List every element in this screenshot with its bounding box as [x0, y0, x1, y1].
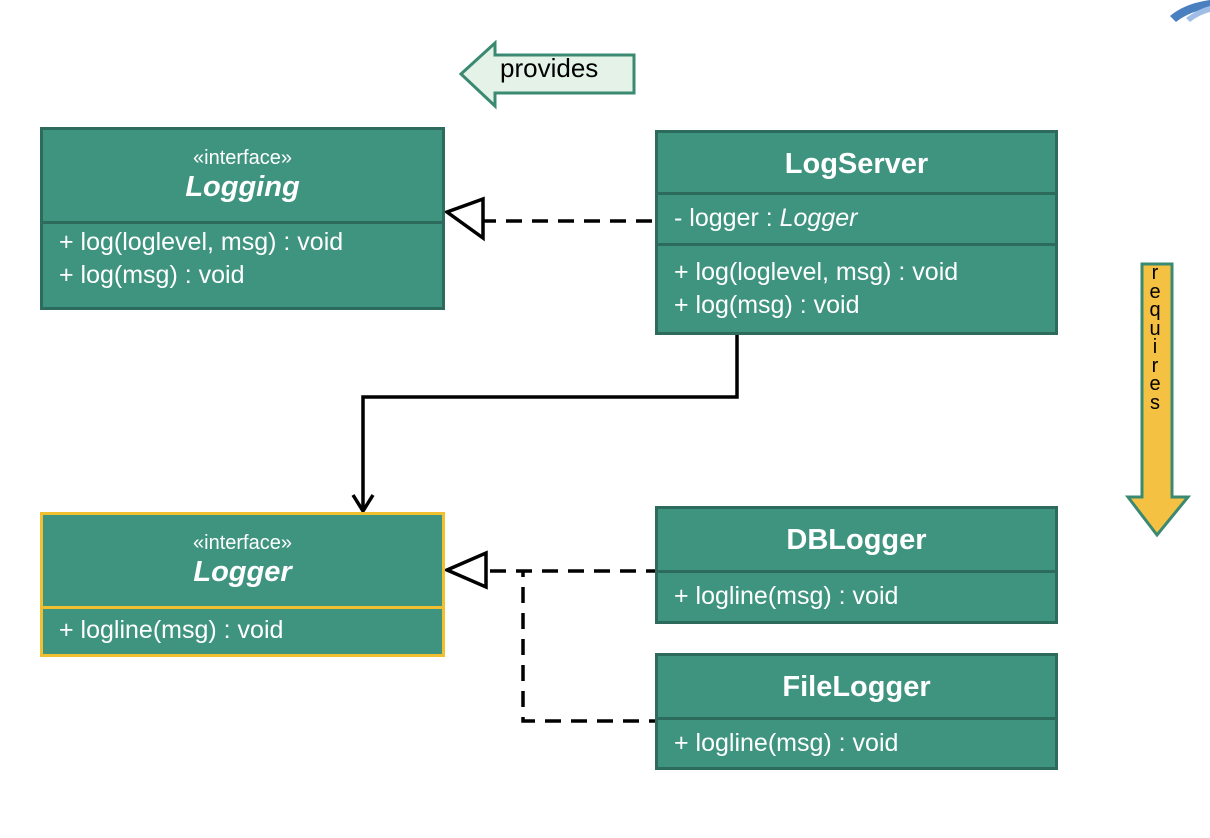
provides-arrow-badge — [458, 40, 636, 110]
operation: + logline(msg) : void — [674, 729, 899, 757]
realization-arrowhead-logger — [442, 550, 488, 590]
interface-name: Logging — [185, 171, 300, 203]
operation: + log(msg) : void — [59, 261, 245, 289]
logger-interface-box: «interface» Logger + logline(msg) : void — [40, 512, 445, 657]
realization-filelogger-logger — [521, 571, 665, 723]
operation: + log(msg) : void — [674, 291, 860, 319]
provides-label: provides — [500, 53, 599, 83]
requires-label: r e q u i r e s — [1149, 262, 1161, 414]
operations-compartment: + logline(msg) : void — [658, 573, 1055, 613]
logserver-class-box: LogServer - logger : Logger + log(loglev… — [655, 130, 1058, 335]
operations-compartment: + log(loglevel, msg) : void + log(msg) :… — [43, 224, 442, 292]
association-logserver-logger — [361, 335, 739, 510]
operations-compartment: + logline(msg) : void — [43, 609, 442, 647]
class-name: DBLogger — [786, 524, 927, 556]
logging-header: «interface» Logging — [43, 130, 442, 224]
interface-name: Logger — [193, 556, 292, 588]
class-name: LogServer — [784, 148, 929, 180]
stereotype-label: «interface» — [193, 532, 292, 554]
filelogger-header: FileLogger — [658, 656, 1055, 720]
realization-arrowhead-logging — [443, 196, 485, 242]
attribute: - logger : Logger — [674, 204, 858, 232]
attributes-compartment: - logger : Logger — [658, 195, 1055, 246]
association-arrowhead-logger — [351, 494, 375, 515]
operations-compartment: + log(loglevel, msg) : void + log(msg) :… — [658, 246, 1055, 322]
filelogger-class-box: FileLogger + logline(msg) : void — [655, 653, 1058, 770]
operation: + logline(msg) : void — [59, 616, 284, 644]
operations-compartment: + logline(msg) : void — [658, 720, 1055, 760]
logo-mark — [1170, 0, 1210, 22]
operation: + log(loglevel, msg) : void — [674, 258, 959, 286]
dblogger-header: DBLogger — [658, 509, 1055, 573]
operation: + logline(msg) : void — [674, 582, 899, 610]
logger-header: «interface» Logger — [43, 515, 442, 609]
logserver-header: LogServer — [658, 133, 1055, 195]
dblogger-class-box: DBLogger + logline(msg) : void — [655, 506, 1058, 624]
class-name: FileLogger — [782, 671, 931, 703]
logging-interface-box: «interface» Logging + log(loglevel, msg)… — [40, 127, 445, 310]
requires-arrow-badge — [1124, 262, 1192, 538]
stereotype-label: «interface» — [193, 147, 292, 169]
operation: + log(loglevel, msg) : void — [59, 228, 344, 256]
attribute-type: Logger — [779, 204, 858, 232]
